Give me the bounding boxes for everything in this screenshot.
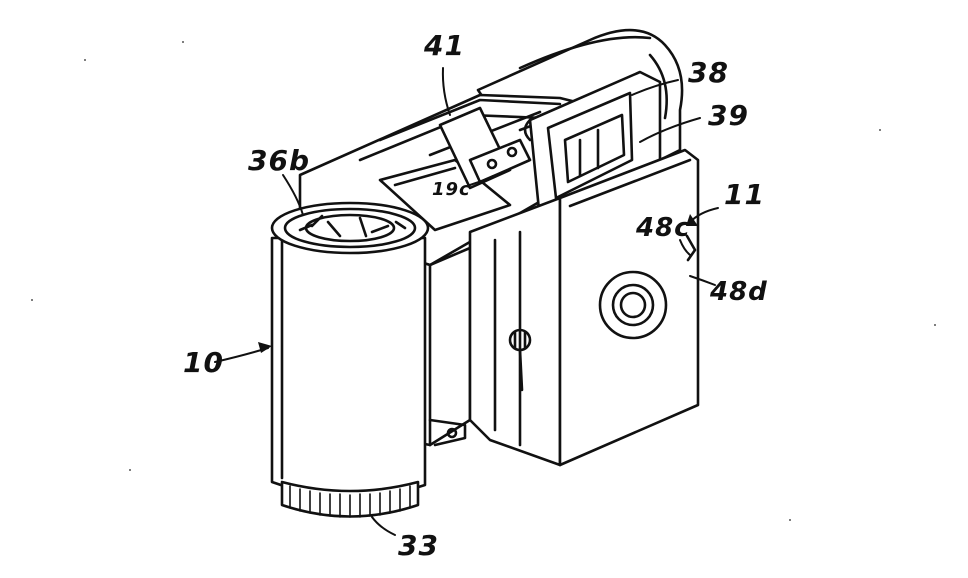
label-viewfinder: 38	[688, 56, 729, 89]
scan-speckles	[31, 41, 936, 521]
label-cartridge-spool: 36b	[248, 144, 310, 177]
film-cartridge	[270, 201, 430, 518]
label-camera-body: 11	[724, 178, 765, 211]
label-hinged-cover: 41	[423, 29, 465, 62]
label-latch-plate: 19c	[432, 179, 471, 200]
label-viewfinder-window: 39	[708, 99, 749, 132]
reference-labels: 10 11 33 36b 38 39 41 19c 48c 48d	[183, 29, 768, 562]
label-front-indicator: 48c	[635, 213, 691, 243]
label-film-cartridge: 10	[183, 346, 224, 379]
leader-lines	[214, 67, 719, 536]
label-front-panel: 48d	[709, 277, 768, 307]
camera-front-block	[428, 148, 700, 467]
hinged-cover	[438, 106, 532, 190]
label-knurled-ring: 33	[398, 529, 439, 562]
